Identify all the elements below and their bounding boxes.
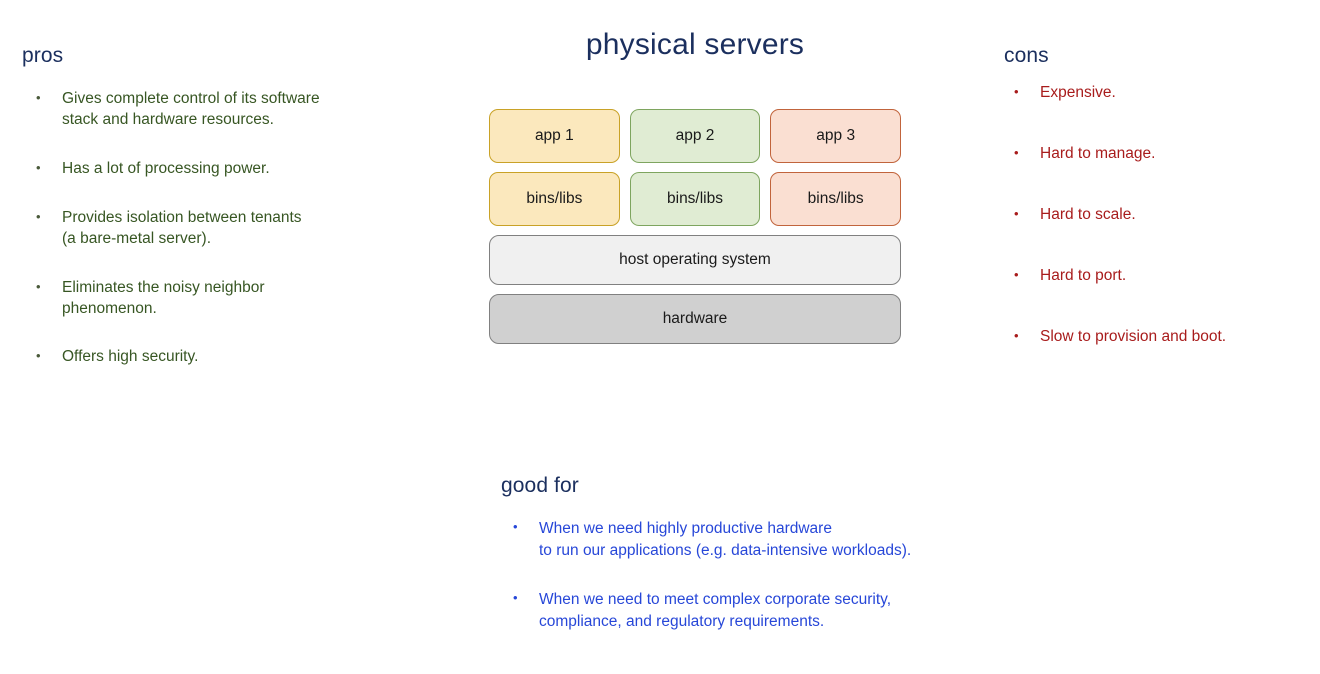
bullet-icon: • (36, 208, 41, 224)
list-item-line: to run our applications (e.g. data-inten… (539, 542, 912, 560)
list-item-line: Slow to provision and boot. (1040, 327, 1227, 345)
bullet-icon: • (36, 90, 41, 105)
list-item: • Provides isolation between tenants (a … (22, 208, 442, 250)
cons-list: • Expensive. • Hard to manage. • Hard to… (1004, 83, 1314, 348)
list-item-line: Expensive. (1040, 84, 1116, 101)
list-item: • Hard to port. (1004, 266, 1314, 287)
app-box-2: app 2 (629, 109, 761, 163)
bins-libs-row: bins/libs bins/libs bins/libs (489, 172, 902, 226)
list-item: • Has a lot of processing power. (22, 159, 442, 180)
list-item: • Hard to manage. (1004, 144, 1314, 165)
list-item-line: stack and hardware resources. (62, 110, 274, 128)
list-item: • Gives complete control of its software… (22, 89, 442, 131)
bins-libs-box-2: bins/libs (629, 172, 761, 226)
good-for-heading: good for (501, 474, 579, 497)
bullet-icon: • (1014, 327, 1019, 343)
list-item: • Offers high security. (22, 347, 442, 368)
list-item-line: Hard to port. (1040, 266, 1127, 284)
list-item: • When we need highly productive hardwar… (501, 518, 1101, 563)
list-item: • Eliminates the noisy neighbor phenomen… (22, 278, 442, 320)
list-item-line: phenomenon. (62, 299, 157, 317)
list-item-line: (a bare-metal server). (62, 229, 212, 247)
list-item: • Expensive. (1004, 83, 1314, 104)
list-item: • When we need to meet complex corporate… (501, 589, 1101, 634)
good-for-section: good for • When we need highly productiv… (501, 474, 1101, 660)
list-item-line: Provides isolation between tenants (62, 208, 302, 226)
list-item-line: Gives complete control of its software (62, 90, 320, 107)
pros-heading: pros (22, 44, 64, 67)
bullet-icon: • (36, 278, 41, 294)
cons-column: cons • Expensive. • Hard to manage. • Ha… (1004, 44, 1314, 388)
bullet-icon: • (513, 589, 518, 605)
bullet-icon: • (1014, 84, 1019, 99)
app-box-1: app 1 (489, 109, 620, 163)
list-item-line: Hard to manage. (1040, 144, 1156, 162)
bullet-icon: • (1014, 205, 1019, 221)
physical-servers-diagram: physical servers app 1 app 2 app 3 bins/… (489, 28, 902, 353)
bins-libs-box-3: bins/libs (770, 172, 902, 226)
pros-list: • Gives complete control of its software… (22, 89, 442, 368)
list-item-line: Eliminates the noisy neighbor (62, 278, 265, 296)
bullet-icon: • (36, 348, 41, 364)
list-item-line: Has a lot of processing power. (62, 159, 270, 177)
bullet-icon: • (36, 159, 41, 175)
list-item-line: compliance, and regulatory requirements. (539, 613, 825, 631)
bullet-icon: • (1014, 266, 1019, 282)
cons-heading: cons (1004, 44, 1049, 67)
bullet-icon: • (1014, 144, 1019, 160)
bullet-icon: • (513, 519, 518, 534)
list-item-line: Hard to scale. (1040, 205, 1136, 223)
list-item-line: When we need highly productive hardware (539, 520, 832, 537)
host-operating-system-box: host operating system (489, 235, 901, 285)
good-for-list: • When we need highly productive hardwar… (501, 518, 1101, 634)
diagram-title: physical servers (585, 28, 805, 61)
pros-column: pros • Gives complete control of its sof… (22, 44, 442, 396)
list-item: • Slow to provision and boot. (1004, 327, 1314, 348)
app-box-3: app 3 (770, 109, 902, 163)
hardware-box: hardware (489, 294, 901, 344)
list-item: • Hard to scale. (1004, 205, 1314, 226)
list-item-line: When we need to meet complex corporate s… (539, 590, 892, 608)
bins-libs-box-1: bins/libs (489, 172, 620, 226)
app-row: app 1 app 2 app 3 (489, 109, 902, 163)
list-item-line: Offers high security. (62, 348, 199, 366)
